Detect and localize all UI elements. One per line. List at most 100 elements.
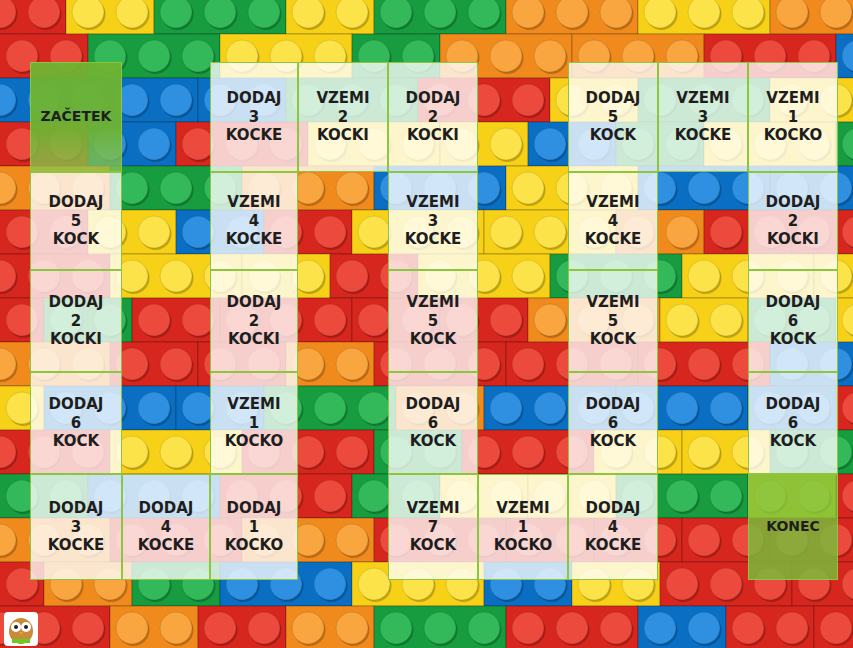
field-instruction: DODAJ 4 KOCKE	[585, 499, 642, 555]
field-instruction: VZEMI 3 KOCKE	[675, 89, 732, 145]
lego-stud	[842, 304, 853, 336]
board-field: VZEMI 4 KOCKE	[568, 172, 658, 270]
lego-stud	[512, 172, 544, 204]
lego-stud	[688, 172, 720, 204]
lego-stud	[842, 128, 853, 160]
lego-stud	[534, 128, 566, 160]
lego-brick	[110, 78, 198, 122]
board-field: DODAJ 1 KOCKO	[210, 474, 298, 580]
lego-brick	[836, 474, 853, 518]
lego-stud	[644, 0, 676, 28]
lego-stud	[314, 216, 346, 248]
lego-stud	[336, 260, 368, 292]
lego-stud	[358, 304, 390, 336]
board-field: DODAJ 5 KOCK	[30, 172, 122, 270]
lego-stud	[644, 612, 676, 644]
lego-stud	[710, 568, 742, 600]
lego-brick	[110, 606, 198, 648]
lego-brick	[374, 0, 506, 34]
lego-stud	[534, 40, 566, 72]
lego-brick	[198, 606, 286, 648]
lego-stud	[688, 524, 720, 556]
lego-stud	[842, 392, 853, 424]
board-field: VZEMI 5 KOCK	[388, 270, 478, 372]
lego-stud	[72, 0, 104, 28]
field-instruction: DODAJ 6 KOCK	[49, 395, 104, 451]
field-instruction: DODAJ 1 KOCKO	[225, 499, 283, 555]
lego-stud	[424, 0, 456, 28]
lego-stud	[600, 612, 632, 644]
lego-stud	[292, 612, 324, 644]
board-field: DODAJ 6 KOCK	[748, 270, 838, 372]
lego-stud	[358, 568, 390, 600]
board-field: DODAJ 4 KOCKE	[568, 474, 658, 580]
lego-stud	[160, 348, 192, 380]
field-instruction: DODAJ 6 KOCK	[766, 395, 821, 451]
lego-stud	[512, 0, 544, 28]
logo-ground	[4, 612, 38, 646]
lego-stud	[138, 216, 170, 248]
lego-stud	[512, 612, 544, 644]
lego-stud	[688, 612, 720, 644]
lego-stud	[424, 612, 456, 644]
lego-stud	[0, 172, 16, 204]
lego-stud	[160, 260, 192, 292]
field-instruction: DODAJ 6 KOCK	[586, 395, 641, 451]
lego-brick	[836, 34, 853, 78]
lego-brick	[660, 298, 748, 342]
lego-stud	[0, 84, 16, 116]
lego-stud	[776, 612, 808, 644]
lego-stud	[842, 480, 853, 512]
board-field: DODAJ 2 KOCKI	[210, 270, 298, 372]
lego-stud	[512, 84, 544, 116]
lego-stud	[138, 40, 170, 72]
field-instruction: DODAJ 2 KOCKI	[49, 293, 104, 349]
lego-stud	[666, 568, 698, 600]
field-instruction: VZEMI 2 KOCKI	[316, 89, 369, 145]
lego-stud	[468, 612, 500, 644]
lego-stud	[0, 260, 16, 292]
owl-body	[9, 618, 33, 644]
board-field: VZEMI 5 KOCK	[568, 270, 658, 372]
lego-stud	[512, 260, 544, 292]
lego-stud	[314, 392, 346, 424]
field-instruction: VZEMI 4 KOCKE	[585, 193, 642, 249]
board-field: VZEMI 3 KOCKE	[388, 172, 478, 270]
lego-stud	[380, 0, 412, 28]
lego-stud	[160, 612, 192, 644]
lego-stud	[710, 216, 742, 248]
field-instruction: DODAJ 2 KOCKI	[227, 293, 282, 349]
field-instruction: DODAJ 2 KOCKI	[406, 89, 461, 145]
lego-stud	[138, 304, 170, 336]
field-instruction: DODAJ 6 KOCK	[766, 293, 821, 349]
field-instruction: VZEMI 1 KOCKO	[225, 395, 283, 451]
field-instruction: VZEMI 7 KOCK	[406, 499, 459, 555]
board-field: DODAJ 2 KOCKI	[748, 172, 838, 270]
lego-stud	[490, 392, 522, 424]
owl-pupil	[24, 625, 28, 629]
board-field: DODAJ 3 KOCKE	[30, 474, 122, 580]
lego-brick	[0, 606, 110, 648]
board-field: VZEMI 1 KOCKO	[478, 474, 568, 580]
field-instruction: VZEMI 1 KOCKO	[494, 499, 552, 555]
lego-brick	[638, 0, 770, 34]
lego-stud	[72, 612, 104, 644]
lego-stud	[204, 612, 236, 644]
lego-stud	[336, 436, 368, 468]
lego-brick	[726, 606, 814, 648]
board-field: VZEMI 3 KOCKE	[658, 62, 748, 172]
lego-stud	[380, 612, 412, 644]
lego-stud	[820, 612, 852, 644]
field-instruction: VZEMI 3 KOCKE	[405, 193, 462, 249]
lego-stud	[336, 524, 368, 556]
lego-brick	[814, 606, 853, 648]
board-field: DODAJ 6 KOCK	[748, 372, 838, 474]
lego-stud	[556, 0, 588, 28]
lego-stud	[512, 348, 544, 380]
owl-logo	[4, 612, 38, 646]
field-instruction: DODAJ 6 KOCK	[406, 395, 461, 451]
lego-stud	[710, 304, 742, 336]
lego-stud	[0, 0, 16, 28]
owl-eye	[11, 622, 21, 632]
